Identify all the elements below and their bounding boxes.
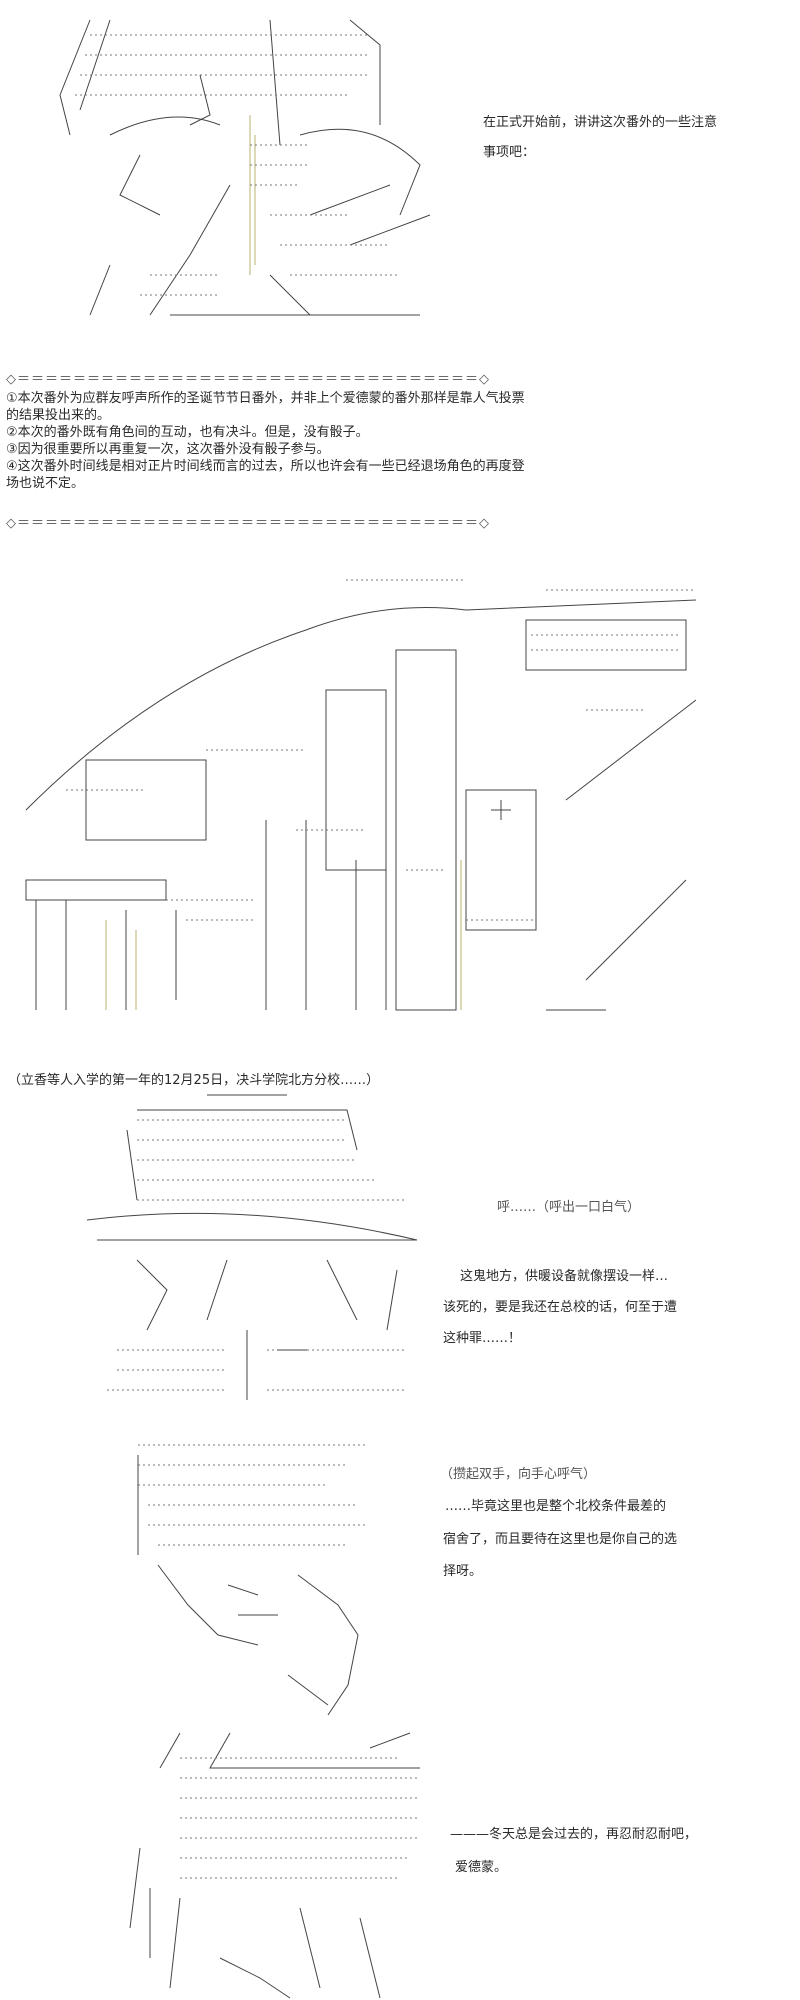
dialogue-line: ……毕竟这里也是整个北校条件最差的 xyxy=(445,1499,667,1514)
ascii-art-character-hands xyxy=(137,1444,368,1716)
dialogue-line: ———冬天总是会过去的，再忍耐忍耐吧， xyxy=(450,1827,698,1842)
dialogue-line: 择呀。 xyxy=(443,1564,483,1579)
divider-bottom: ◇＝＝＝＝＝＝＝＝＝＝＝＝＝＝＝＝＝＝＝＝＝＝＝＝＝＝＝＝＝＝＝＝＝◇ xyxy=(6,516,490,531)
intro-text-line1: 在正式开始前，讲讲这次番外的一些注意 xyxy=(483,115,718,130)
dialogue-sigh: 呼……（呼出一口白气） xyxy=(497,1200,641,1215)
divider-top: ◇＝＝＝＝＝＝＝＝＝＝＝＝＝＝＝＝＝＝＝＝＝＝＝＝＝＝＝＝＝＝＝＝＝◇ xyxy=(6,372,490,387)
scene-caption: （立香等人入学的第一年的12月25日，决斗学院北方分校……） xyxy=(8,1073,380,1088)
ascii-art-town xyxy=(25,579,696,1011)
dialogue-line: 爱德蒙。 xyxy=(455,1860,508,1875)
dialogue-line: 该死的，要是我还在总校的话，何至于遭 xyxy=(443,1300,678,1315)
ascii-art-character-hat xyxy=(86,1094,418,1400)
notes-list: ①本次番外为应群友呼声所作的圣诞节节日番外，并非上个爱德蒙的番外那样是靠人气投票… xyxy=(6,390,526,492)
dialogue-line: 宿舍了，而且要待在这里也是你自己的选 xyxy=(443,1532,678,1547)
ascii-art-character-1 xyxy=(59,19,431,316)
dialogue-line: 这种罪……！ xyxy=(443,1331,522,1346)
note-item: ①本次番外为应群友呼声所作的圣诞节节日番外，并非上个爱德蒙的番外那样是靠人气投票… xyxy=(6,391,525,423)
dialogue-action: （攒起双手，向手心呼气） xyxy=(440,1467,597,1482)
ascii-art-character-3 xyxy=(129,1732,420,1999)
intro-text-line2: 事项吧： xyxy=(483,145,536,160)
dialogue-line: 这鬼地方，供暖设备就像摆设一样… xyxy=(460,1269,669,1284)
note-item: ③因为很重要所以再重复一次，这次番外没有骰子参与。 xyxy=(6,442,330,457)
note-item: ②本次的番外既有角色间的互动，也有决斗。但是，没有骰子。 xyxy=(6,425,369,440)
note-item: ④这次番外时间线是相对正片时间线而言的过去，所以也许会有一些已经退场角色的再度登… xyxy=(6,459,525,491)
